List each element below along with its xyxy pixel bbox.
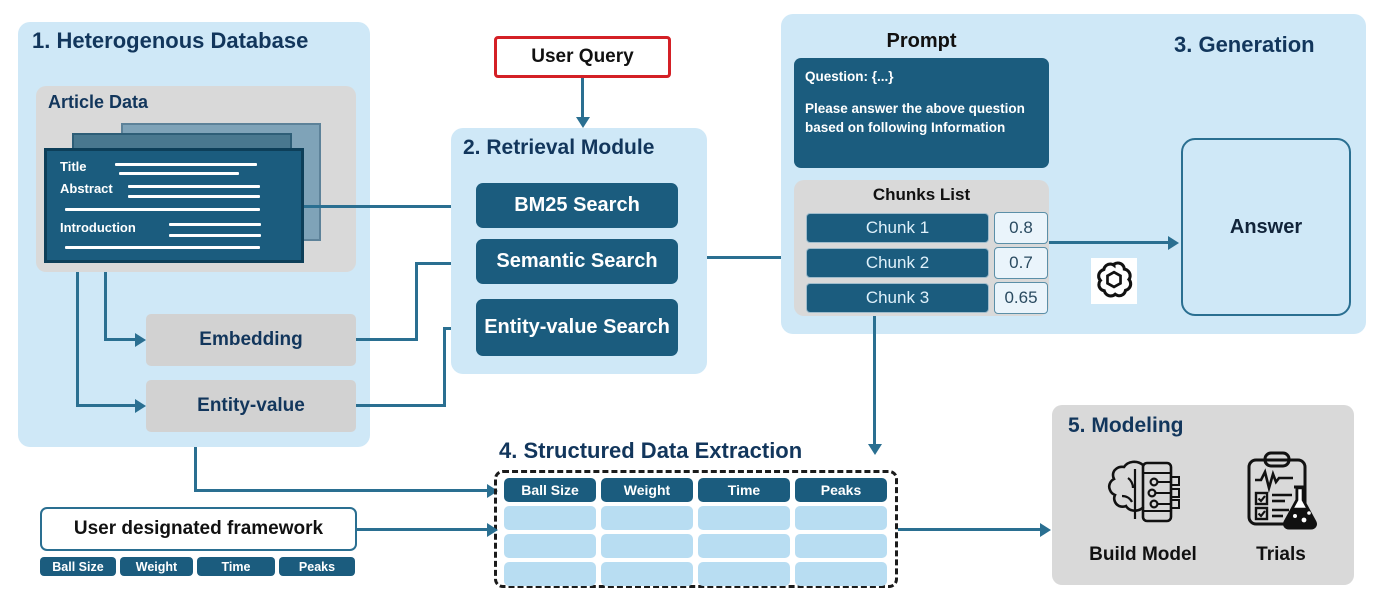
chunk-score: 0.65: [994, 282, 1048, 314]
arrow-table-to-modeling: [1040, 523, 1051, 537]
framework-pill-time: Time: [197, 557, 275, 576]
arrow-db-to-table: [487, 484, 498, 498]
connector-embedding-to-semantic: [415, 262, 418, 341]
database-panel-title: 1. Heterogenous Database: [32, 28, 309, 53]
table-header-peaks: Peaks: [795, 478, 887, 502]
card-line: [128, 195, 260, 198]
connector-framework-to-table: [357, 528, 490, 531]
arrow-framework-to-table: [487, 523, 498, 537]
prompt-title: Prompt: [886, 30, 957, 52]
table-cell[interactable]: [504, 506, 596, 530]
retrieval-panel-title: 2. Retrieval Module: [463, 136, 655, 159]
bm25-search-button[interactable]: BM25 Search: [476, 183, 678, 228]
chunks-list-title: Chunks List: [872, 185, 971, 204]
trials-label: Trials: [1256, 544, 1306, 565]
article-card-front: [44, 148, 304, 263]
connector-chunks-to-table: [873, 316, 876, 446]
table-cell[interactable]: [601, 506, 693, 530]
table-cell[interactable]: [504, 562, 596, 586]
chunk-score: 0.7: [994, 247, 1048, 279]
card-field-introduction: Introduction: [60, 220, 136, 235]
table-cell[interactable]: [698, 506, 790, 530]
card-field-abstract: Abstract: [60, 181, 113, 196]
card-line: [65, 246, 260, 249]
chunk-row-1[interactable]: Chunk 1 0.8: [806, 212, 1048, 244]
article-data-title: Article Data: [48, 92, 149, 112]
connector-retrieval-to-chunks: [707, 256, 789, 259]
table-cell[interactable]: [698, 534, 790, 558]
card-line: [169, 234, 261, 237]
connector-embedding-to-semantic: [356, 338, 418, 341]
card-line: [115, 163, 257, 166]
chunk-row-3[interactable]: Chunk 3 0.65: [806, 282, 1048, 314]
entity-value-search-button[interactable]: Entity-value Search: [476, 299, 678, 356]
table-header-time: Time: [698, 478, 790, 502]
user-query-box[interactable]: User Query: [494, 36, 671, 78]
modeling-panel-title: 5. Modeling: [1068, 414, 1184, 437]
arrow-chunks-to-answer: [1168, 236, 1179, 250]
brain-circuit-icon: [1097, 455, 1185, 533]
connector-entity-to-entitysearch: [356, 404, 446, 407]
answer-box: Answer: [1181, 138, 1351, 316]
table-cell[interactable]: [504, 534, 596, 558]
chunk-label: Chunk 3: [806, 283, 989, 313]
framework-pill-peaks: Peaks: [279, 557, 355, 576]
framework-pill-ball-size: Ball Size: [40, 557, 116, 576]
table-header-ball-size: Ball Size: [504, 478, 596, 502]
entity-value-block[interactable]: Entity-value: [146, 380, 356, 432]
connector-chunks-to-answer: [1049, 241, 1171, 244]
arrow-chunks-to-table: [868, 444, 882, 455]
user-framework-box[interactable]: User designated framework: [40, 507, 357, 551]
openai-logo-icon: [1091, 258, 1137, 304]
connector-card-to-embedding: [104, 272, 107, 339]
table-cell[interactable]: [795, 534, 887, 558]
connector-table-to-modeling: [898, 528, 1043, 531]
card-field-title: Title: [60, 159, 87, 174]
prompt-box: Question: {...} Please answer the above …: [794, 58, 1049, 168]
arrow-query-down: [576, 117, 590, 128]
table-cell[interactable]: [601, 562, 693, 586]
chunk-label: Chunk 1: [806, 213, 989, 243]
card-line: [119, 172, 239, 175]
table-cell[interactable]: [698, 562, 790, 586]
table-cell[interactable]: [795, 506, 887, 530]
connector-db-to-table: [194, 447, 197, 492]
embedding-block[interactable]: Embedding: [146, 314, 356, 366]
arrow-entity-value: [135, 399, 146, 413]
extraction-title: 4. Structured Data Extraction: [499, 438, 803, 463]
table-header-weight: Weight: [601, 478, 693, 502]
chunk-row-2[interactable]: Chunk 2 0.7: [806, 247, 1048, 279]
card-line: [65, 208, 260, 211]
build-model-label: Build Model: [1089, 544, 1197, 565]
connector-embedding-to-semantic: [415, 262, 471, 265]
prompt-instruction-line: Please answer the above question based o…: [805, 100, 1025, 136]
framework-pill-weight: Weight: [120, 557, 193, 576]
clipboard-flask-icon: [1237, 450, 1325, 534]
connector-query-to-retrieval: [581, 78, 584, 120]
card-line: [169, 223, 261, 226]
connector-card-to-embedding: [104, 338, 138, 341]
arrow-embedding: [135, 333, 146, 347]
connector-card-to-entity: [76, 272, 79, 405]
connector-card-to-bm25: [304, 205, 471, 208]
generation-panel-title: 3. Generation: [1174, 32, 1315, 57]
table-cell[interactable]: [601, 534, 693, 558]
table-cell[interactable]: [795, 562, 887, 586]
semantic-search-button[interactable]: Semantic Search: [476, 239, 678, 284]
connector-entity-to-entitysearch: [443, 327, 446, 407]
connector-db-to-table: [194, 489, 490, 492]
prompt-question-line: Question: {...}: [805, 69, 894, 84]
card-line: [128, 185, 260, 188]
connector-card-to-entity: [76, 404, 138, 407]
chunk-score: 0.8: [994, 212, 1048, 244]
chunk-label: Chunk 2: [806, 248, 989, 278]
